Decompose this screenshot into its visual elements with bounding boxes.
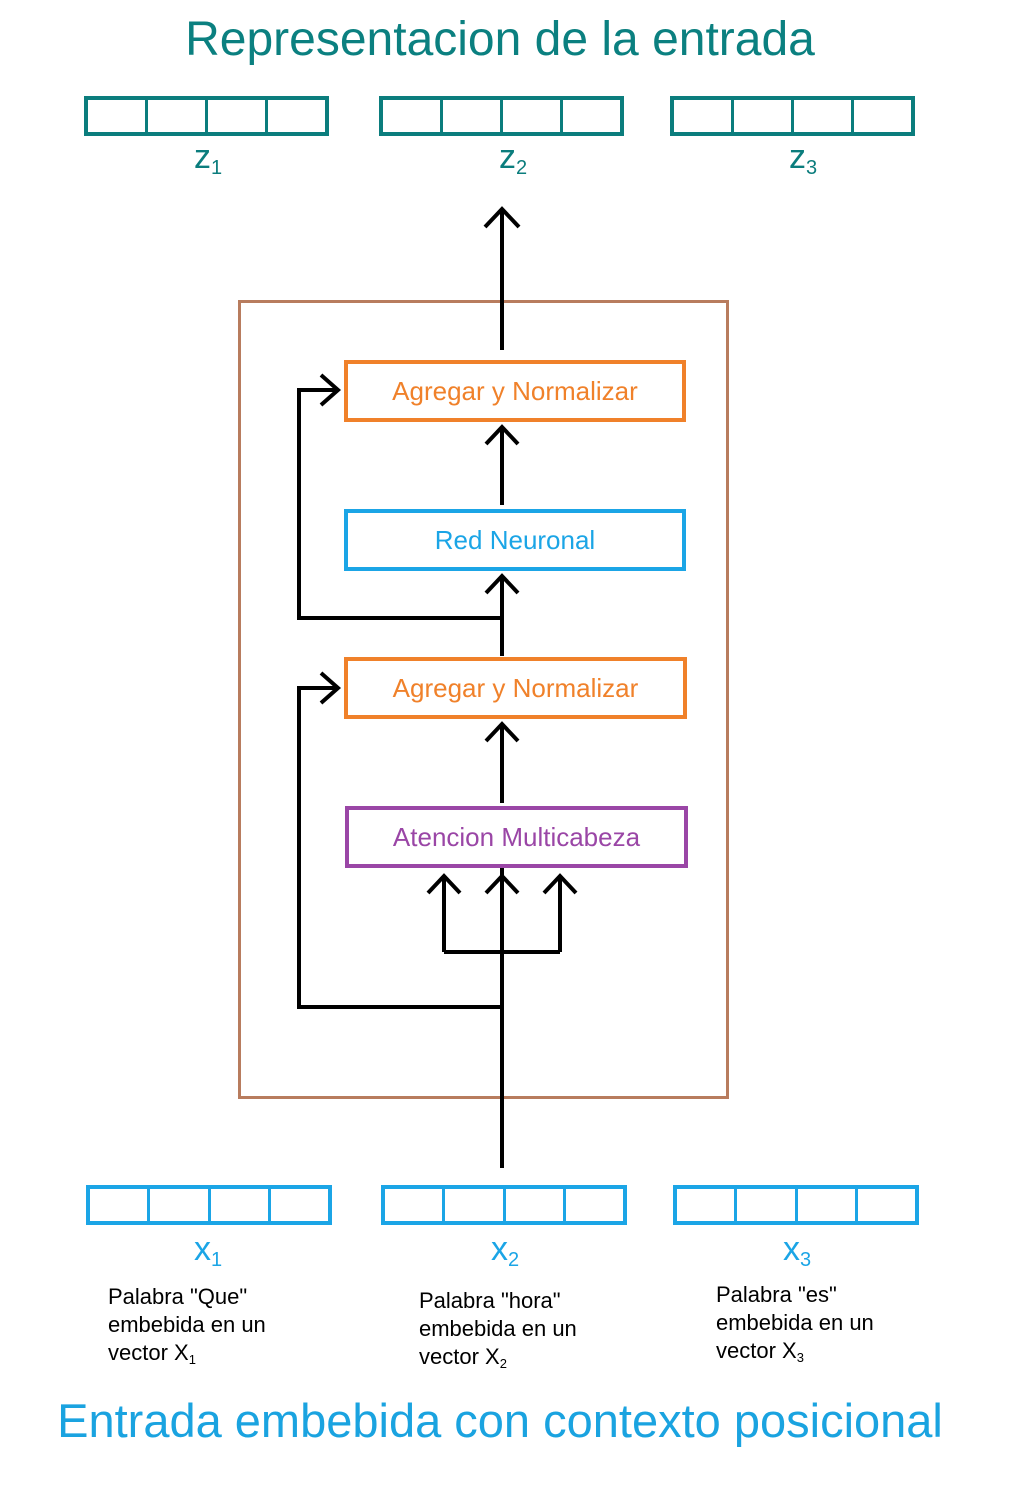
- attention-input-arrowheads: [426, 873, 578, 895]
- input-description-x3-line3: vector X3: [716, 1337, 874, 1372]
- input-label-x2-sub: 2: [507, 1249, 520, 1271]
- residual-connection-1: [297, 686, 502, 1009]
- input-label-x1-sub: 1: [210, 1249, 223, 1271]
- residual-arrowhead-2: [319, 373, 342, 407]
- output-label-z2-sub: 2: [515, 157, 528, 179]
- input-label-x1-base: x: [193, 1230, 211, 1268]
- input-description-x1-line1: Palabra "Que": [108, 1284, 248, 1309]
- encoder-layer-frame: [238, 300, 729, 1099]
- add-normalize-bottom-label: Agregar y Normalizar: [392, 672, 639, 703]
- input-description-x2-line2: embebida en un: [419, 1316, 577, 1341]
- output-vector-z1: [84, 96, 329, 136]
- output-label-z3-base: z: [788, 138, 806, 176]
- ffn-to-addnorm-arrowhead: [484, 424, 520, 446]
- output-vector-z3: [670, 96, 915, 136]
- multi-head-attention-block: Atencion Multicabeza: [345, 806, 688, 868]
- input-description-x1-line3-sub: 1: [188, 1352, 196, 1367]
- addnorm-to-ffn-arrowhead: [484, 573, 520, 595]
- input-label-x3: x3: [737, 1230, 857, 1272]
- input-label-x2: x2: [445, 1230, 565, 1272]
- input-title: Entrada embebida con contexto posicional: [57, 1394, 943, 1447]
- input-label-x3-sub: 3: [799, 1249, 812, 1271]
- output-title: Representacion de la entrada: [185, 13, 815, 66]
- add-normalize-top-label: Agregar y Normalizar: [392, 375, 638, 406]
- output-label-z1-sub: 1: [210, 157, 223, 179]
- input-description-x2-line3-sub: 2: [499, 1356, 507, 1371]
- input-description-x3-line3-sub: 3: [796, 1350, 804, 1365]
- input-description-x2-line3: vector X2: [419, 1343, 577, 1378]
- input-description-x2-line1: Palabra "hora": [419, 1288, 561, 1313]
- output-label-z2-base: z: [498, 138, 516, 176]
- input-label-x3-base: x: [782, 1230, 800, 1268]
- residual-arrowhead-1: [319, 671, 342, 705]
- attention-branch-line: [442, 878, 562, 954]
- input-vector-x3: [673, 1185, 919, 1225]
- feed-forward-block: Red Neuronal: [344, 509, 686, 571]
- output-arrowhead: [483, 206, 521, 229]
- input-description-x3-line1: Palabra "es": [716, 1282, 837, 1307]
- input-description-x1-line3-base: vector X: [108, 1340, 189, 1365]
- input-description-x3: Palabra "es" embebida en un vector X3: [716, 1281, 874, 1372]
- input-description-x2-line3-base: vector X: [419, 1344, 500, 1369]
- add-normalize-block-top: Agregar y Normalizar: [344, 360, 686, 422]
- output-label-z2: z2: [453, 138, 573, 180]
- input-description-x3-line3-base: vector X: [716, 1338, 797, 1363]
- input-description-x1-line2: embebida en un: [108, 1312, 266, 1337]
- add-normalize-block-bottom: Agregar y Normalizar: [344, 657, 687, 719]
- input-vector-x1: [86, 1185, 332, 1225]
- input-label-x1: x1: [148, 1230, 268, 1272]
- input-description-x1-line3: vector X1: [108, 1339, 266, 1374]
- output-label-z1-base: z: [193, 138, 211, 176]
- output-label-z1: z1: [148, 138, 268, 180]
- output-vector-z2: [379, 96, 624, 136]
- multi-head-attention-label: Atencion Multicabeza: [392, 821, 641, 852]
- feed-forward-label: Red Neuronal: [434, 524, 596, 555]
- input-vector-x2: [381, 1185, 627, 1225]
- attention-to-addnorm-arrowhead: [484, 721, 520, 743]
- input-description-x2: Palabra "hora" embebida en un vector X2: [419, 1287, 577, 1378]
- input-description-x1: Palabra "Que" embebida en un vector X1: [108, 1283, 266, 1374]
- output-label-z3: z3: [743, 138, 863, 180]
- input-label-x2-base: x: [490, 1230, 508, 1268]
- residual-connection-2: [297, 388, 502, 620]
- input-description-x3-line2: embebida en un: [716, 1310, 874, 1335]
- output-label-z3-sub: 3: [805, 157, 818, 179]
